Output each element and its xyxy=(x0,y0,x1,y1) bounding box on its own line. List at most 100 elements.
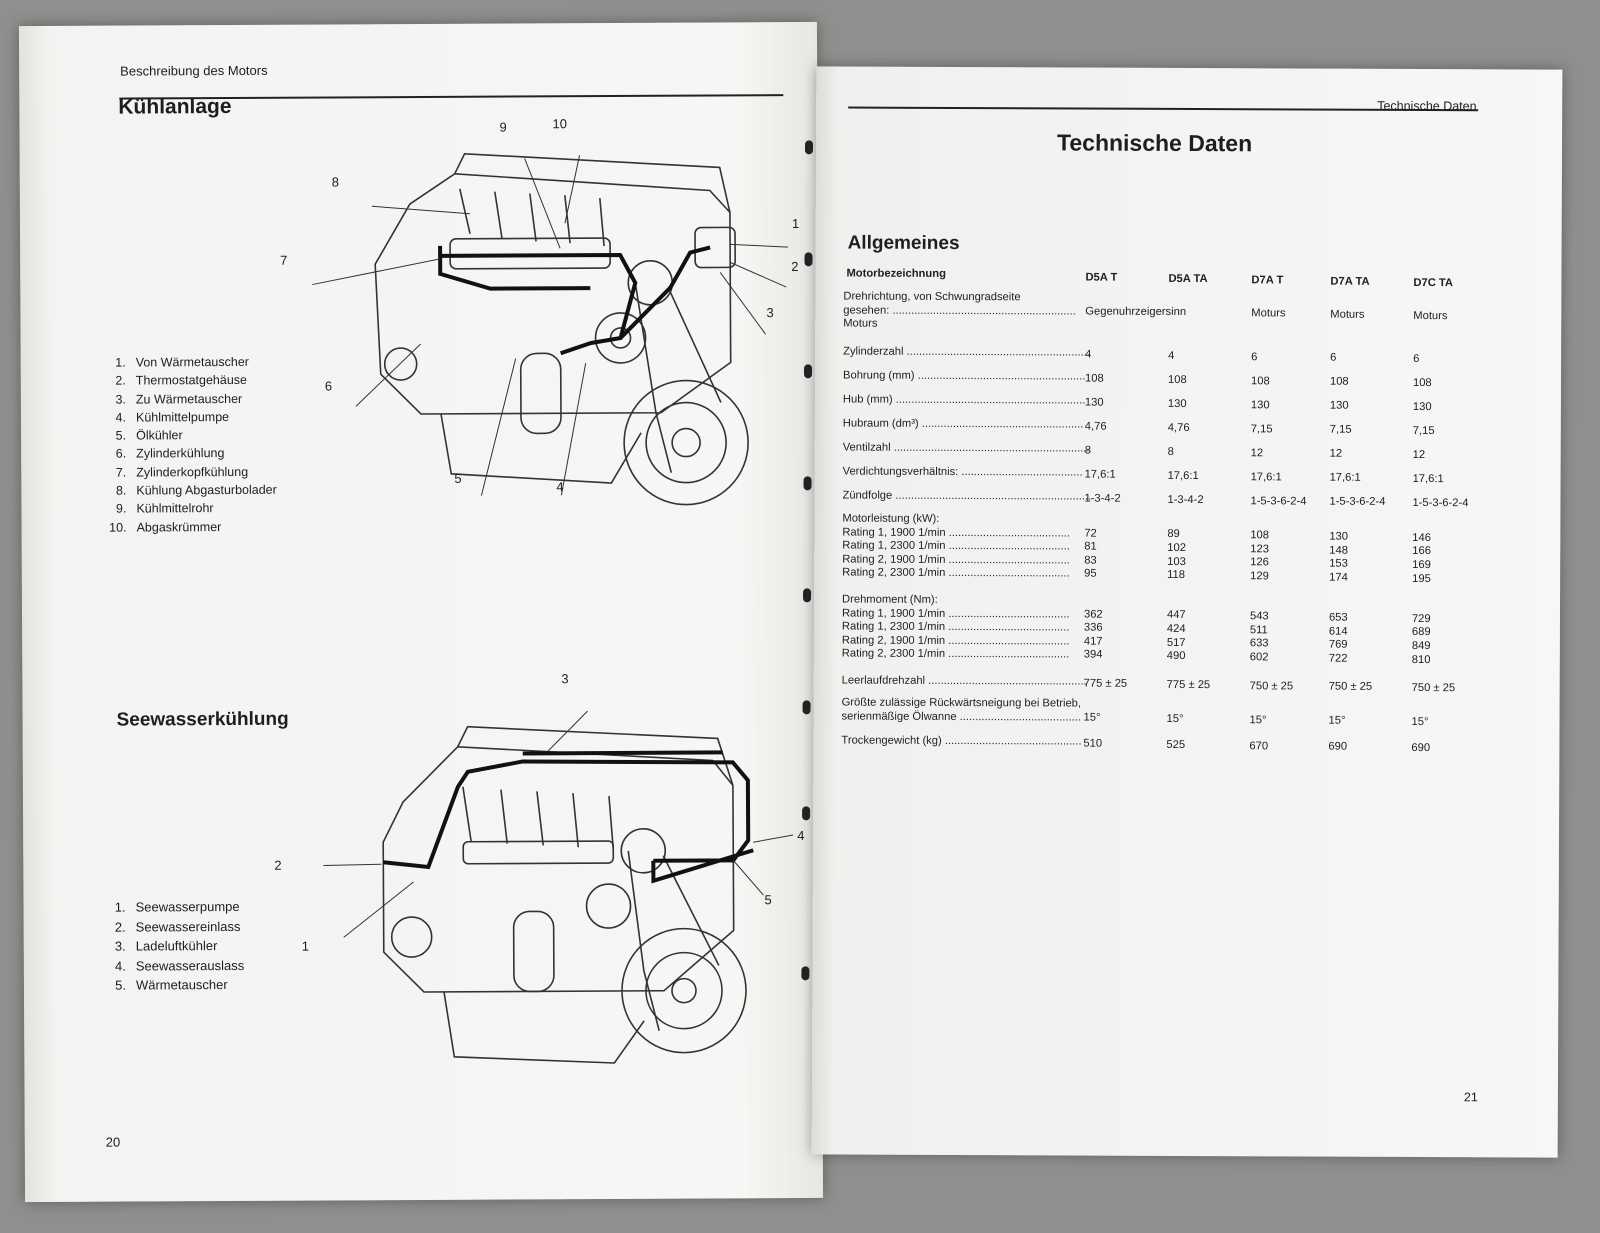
legend-item: 4.Kühlmittelpumpe xyxy=(115,409,230,425)
callout-10: 10 xyxy=(552,116,567,132)
callout-sw-1: 1 xyxy=(301,938,310,954)
row-label: Bohrung (mm) ...........................… xyxy=(843,369,1086,383)
row-label: Rating 1, 2300 1/min ...................… xyxy=(841,620,1070,634)
table-cell: 108 xyxy=(1250,529,1270,542)
legend-item: 1.Von Wärmetauscher xyxy=(115,354,249,370)
table-cell: 130 xyxy=(1167,397,1187,410)
table-cell: 83 xyxy=(1084,554,1097,567)
row-label: serienmäßige Ölwanne ...................… xyxy=(841,709,1081,724)
table-cell: 7,15 xyxy=(1412,425,1435,438)
table-cell: 775 ± 25 xyxy=(1166,678,1211,691)
column-header: D5A T xyxy=(1085,271,1118,284)
table-cell: 108 xyxy=(1412,377,1432,390)
table-cell: 1-3-4-2 xyxy=(1084,492,1121,505)
table-cell: 336 xyxy=(1083,621,1103,634)
table-cell: 394 xyxy=(1083,648,1103,661)
table-cell: 12 xyxy=(1329,448,1343,461)
table-cell: 17,6:1 xyxy=(1412,473,1444,486)
table-cell: 1-3-4-2 xyxy=(1167,493,1204,506)
legend-item: 5.Ölkühler xyxy=(115,428,183,443)
callout-sw-4: 4 xyxy=(797,827,805,844)
row-label: Leerlaufdrehzahl .......................… xyxy=(841,674,1087,688)
table-cell: 12 xyxy=(1412,449,1426,462)
row-label: Moturs xyxy=(843,317,878,330)
table-cell: 7,15 xyxy=(1250,422,1273,435)
legend-item: 8.Kühlung Abgasturbolader xyxy=(115,482,277,498)
table-cell: 130 xyxy=(1329,400,1349,413)
table-cell: Moturs xyxy=(1330,308,1365,321)
table-cell: 510 xyxy=(1083,737,1103,750)
callout-3: 3 xyxy=(766,305,774,321)
table-cell: 108 xyxy=(1250,374,1270,387)
legend-item: 5.Wärmetauscher xyxy=(115,977,228,993)
table-cell: 810 xyxy=(1411,653,1431,666)
row-label: Zylinderzahl ...........................… xyxy=(843,345,1090,359)
callout-7: 7 xyxy=(280,252,288,268)
table-cell: 8 xyxy=(1167,445,1174,458)
legend-item: 2.Thermostatgehäuse xyxy=(115,373,248,388)
table-cell: 614 xyxy=(1328,625,1348,638)
table-cell: 769 xyxy=(1328,638,1348,651)
column-header: D7A TA xyxy=(1330,275,1370,288)
table-cell: 130 xyxy=(1250,398,1270,411)
table-cell: 130 xyxy=(1084,396,1104,409)
callout-sw-5: 5 xyxy=(764,892,772,908)
callout-4: 4 xyxy=(556,479,564,495)
row-label: Rating 1, 1900 1/min ...................… xyxy=(842,525,1070,539)
table-cell: 670 xyxy=(1249,739,1269,752)
table-cell: 849 xyxy=(1411,639,1431,652)
engine-seawater-diagram xyxy=(323,710,794,1064)
table-cell: 17,6:1 xyxy=(1084,468,1116,481)
table-cell: 722 xyxy=(1328,652,1348,665)
table-cell: 6 xyxy=(1251,350,1258,363)
table-cell: 17,6:1 xyxy=(1167,469,1199,482)
table-cell: 15° xyxy=(1249,713,1267,726)
table-cell: 146 xyxy=(1412,531,1432,544)
engine-cooling-diagram xyxy=(312,152,789,506)
table-cell: 12 xyxy=(1250,446,1264,459)
table-cell: 525 xyxy=(1166,738,1186,751)
table-cell: 108 xyxy=(1329,376,1349,389)
section-title-seewasserkuehlung: Seewasserkühlung xyxy=(116,708,289,731)
row-label: Rating 2, 2300 1/min ...................… xyxy=(842,566,1070,580)
group-title: Drehmoment (Nm): xyxy=(842,593,938,606)
table-cell: 15° xyxy=(1166,712,1184,725)
page-number-left: 20 xyxy=(105,1134,121,1150)
binding-hole xyxy=(801,966,810,981)
table-cell: 6 xyxy=(1413,353,1420,366)
table-cell: 102 xyxy=(1167,541,1186,554)
table-cell: 690 xyxy=(1411,742,1431,755)
callout-sw-3: 3 xyxy=(561,671,569,687)
left-page: Beschreibung des Motors Kühlanlage xyxy=(18,21,824,1203)
table-cell: 17,6:1 xyxy=(1329,472,1361,485)
table-cell: 4 xyxy=(1085,348,1092,361)
row-label: gesehen: ...............................… xyxy=(843,303,1076,318)
table-cell: 6 xyxy=(1330,352,1337,365)
row-label: Rating 2, 1900 1/min ...................… xyxy=(841,634,1070,648)
table-cell: 95 xyxy=(1084,567,1097,580)
table-cell: 15° xyxy=(1328,715,1346,728)
table-cell: 103 xyxy=(1167,555,1186,568)
table-cell: 130 xyxy=(1329,530,1349,543)
binding-hole xyxy=(802,700,811,715)
column-header: D7A T xyxy=(1251,274,1284,287)
callout-8: 8 xyxy=(331,174,340,190)
table-cell: 4,76 xyxy=(1084,420,1107,433)
binding-hole xyxy=(802,806,811,821)
row-label: Rating 1, 2300 1/min ...................… xyxy=(842,539,1070,553)
binding-hole xyxy=(804,140,814,155)
table-cell: 169 xyxy=(1412,558,1431,571)
table-cell: 108 xyxy=(1167,373,1187,386)
table-cell: 750 ± 25 xyxy=(1411,682,1456,695)
table-cell: 602 xyxy=(1249,651,1269,664)
table-cell: 729 xyxy=(1411,612,1431,625)
table-cell: 1-5-3-6-2-4 xyxy=(1250,494,1307,508)
table-cell: Gegenuhrzeigersinn xyxy=(1085,305,1187,318)
legend-item: 3.Zu Wärmetauscher xyxy=(115,391,243,407)
legend-item: 10.Abgaskrümmer xyxy=(109,519,222,535)
column-header: D5A TA xyxy=(1168,272,1208,286)
callout-9: 9 xyxy=(499,119,507,135)
table-label-header: Motorbezeichnung xyxy=(846,267,946,280)
legend-item: 2.Seewassereinlass xyxy=(114,918,241,935)
legend-item: 6.Zylinderkühlung xyxy=(115,446,225,462)
